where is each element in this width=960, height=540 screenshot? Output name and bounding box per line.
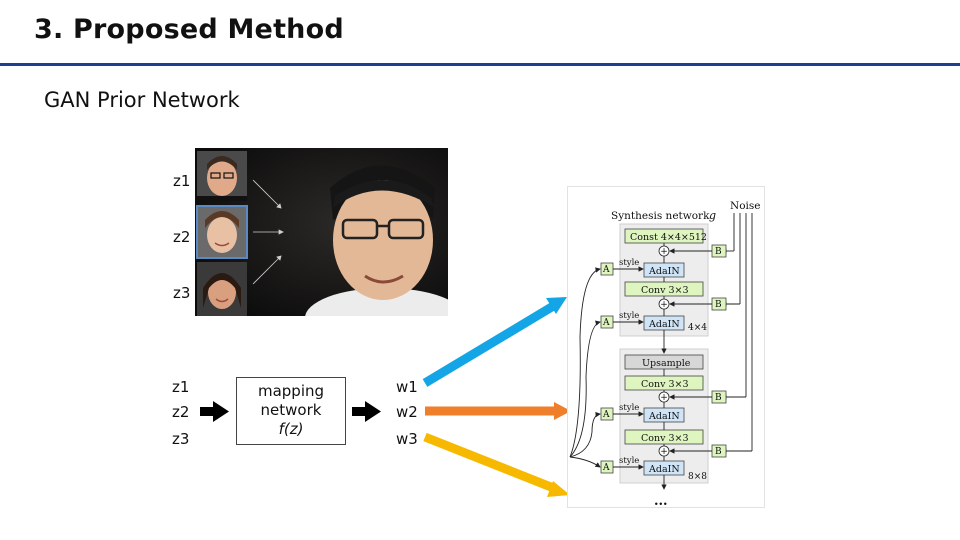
plus-4: + <box>660 447 668 457</box>
slide-title: 3. Proposed Method <box>34 14 344 45</box>
input-arrow <box>200 401 229 422</box>
ellipsis: ... <box>654 494 668 507</box>
upsample-block: Upsample <box>642 358 691 369</box>
photo-label-z1: z1 <box>173 172 191 190</box>
const-block: Const 4×4×512 <box>630 232 707 243</box>
adain-block-4: AdaIN <box>648 464 680 475</box>
title-rule <box>0 63 960 66</box>
conv-block-3: Conv 3×3 <box>641 433 689 444</box>
plus-1: + <box>660 247 668 257</box>
mapping-line3: f(z) <box>278 420 304 438</box>
output-arrow <box>352 401 381 422</box>
w2-colored-arrow <box>425 402 571 420</box>
photo-label-z2: z2 <box>173 228 191 246</box>
style-label-1: style <box>619 258 639 268</box>
mapping-line2: network <box>260 401 322 419</box>
generated-face <box>305 165 448 316</box>
input-z3: z3 <box>172 430 190 448</box>
adain-block-1: AdaIN <box>648 266 680 277</box>
conv-block-2: Conv 3×3 <box>641 379 689 390</box>
synthesis-network-figure: Synthesis network g Noise B B B <box>567 186 765 508</box>
output-w2: w2 <box>396 403 418 421</box>
style-label-3: style <box>619 403 639 413</box>
synthesis-network-label: Synthesis network <box>611 210 710 222</box>
g-symbol: g <box>709 209 716 222</box>
style-label-4: style <box>619 456 639 466</box>
input-z2: z2 <box>172 403 190 421</box>
res-8x8-label: 8×8 <box>688 472 707 482</box>
b-box-1: B <box>715 247 722 257</box>
w3-colored-arrow <box>423 432 570 497</box>
output-w1: w1 <box>396 378 418 396</box>
noise-label: Noise <box>730 200 760 212</box>
input-z1: z1 <box>172 378 190 396</box>
output-w3: w3 <box>396 430 418 448</box>
adain-block-3: AdaIN <box>648 411 680 422</box>
a-box-1: A <box>602 265 610 275</box>
style-label-2: style <box>619 311 639 321</box>
a-box-2: A <box>602 318 610 328</box>
a-box-3: A <box>602 410 610 420</box>
plus-2: + <box>660 300 668 310</box>
conv-block-1: Conv 3×3 <box>641 285 689 296</box>
photo-label-z3: z3 <box>173 284 191 302</box>
plus-3: + <box>660 393 668 403</box>
face-mixing-image <box>195 148 448 316</box>
w1-colored-arrow <box>422 297 567 387</box>
slide-subtitle: GAN Prior Network <box>44 88 240 112</box>
adain-block-2: AdaIN <box>648 319 680 330</box>
b-box-4: B <box>715 447 722 457</box>
b-box-2: B <box>715 300 722 310</box>
mapping-line1: mapping <box>257 382 325 400</box>
res-4x4-label: 4×4 <box>688 323 707 333</box>
b-box-3: B <box>715 393 722 403</box>
a-box-4: A <box>602 463 610 473</box>
mapping-network-box: mapping network f(z) <box>236 377 346 445</box>
